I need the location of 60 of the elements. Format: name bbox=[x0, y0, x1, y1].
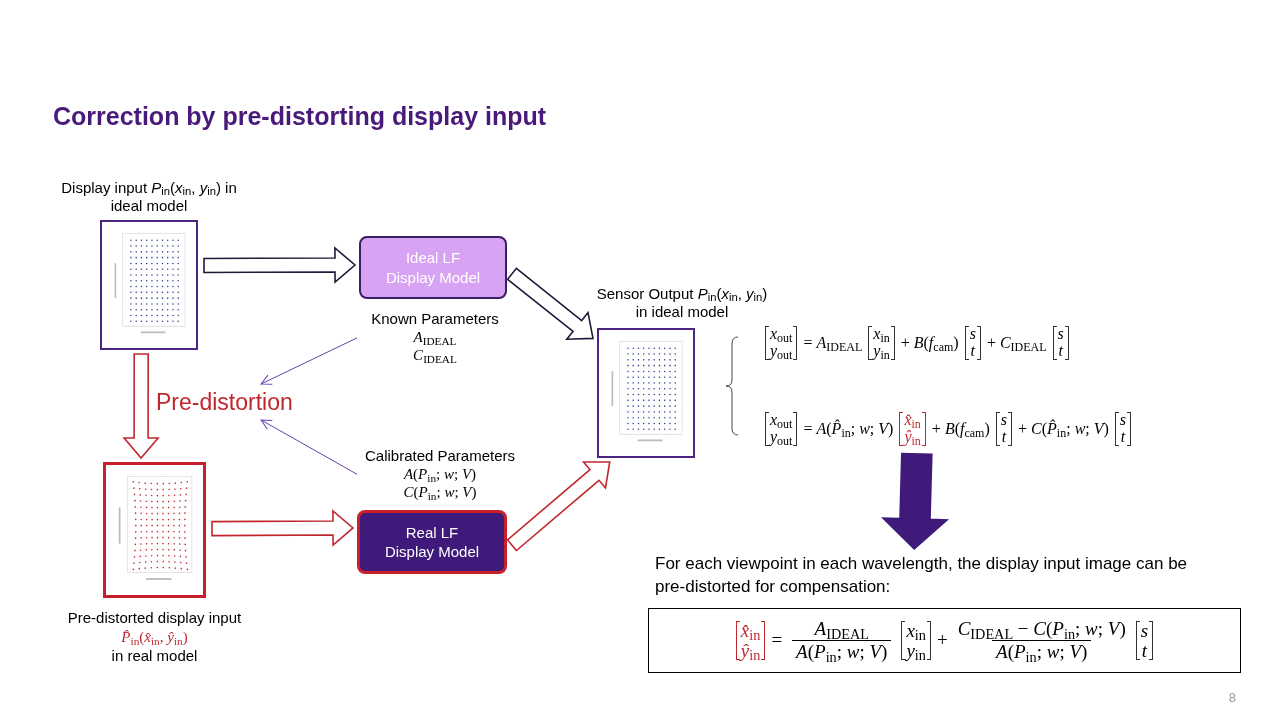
parameter-heading: Known Parameters bbox=[371, 310, 499, 328]
math-text: = bbox=[771, 628, 783, 653]
math-text: s bbox=[969, 326, 976, 343]
math-text: y$_{out}$ bbox=[770, 429, 793, 446]
plot-heading: Sensor Output P$_{in}$(x$_{in}$, y$_{in}$) in ideal model bbox=[596, 284, 768, 321]
math-text: x$_{out}$ bbox=[770, 326, 793, 343]
math-text: = A(P̂$_{in}$; w; V) bbox=[803, 418, 894, 442]
math-text: t bbox=[970, 342, 975, 360]
parameter-formula: A(P$_{in}$; w; V) bbox=[403, 465, 477, 483]
math-text: x̂$_{in}$ bbox=[740, 620, 761, 641]
step-label: Pre-distortion bbox=[156, 390, 293, 414]
plot-heading: Display input P$_{in}$(x$_{in}$, y$_{in}$) in ideal model bbox=[61, 178, 237, 215]
math-text: s bbox=[1057, 326, 1064, 343]
description-text: For each viewpoint in each wavelength, the display input image can be pre-distorted for compensation: bbox=[655, 553, 1189, 598]
parameter-formula: C$_{IDEAL}$ bbox=[413, 346, 457, 364]
math-text: + B(f$_{cam}$) bbox=[900, 332, 959, 355]
math-text: C$_{IDEAL}$ − C(P$_{in}$; w; V) bbox=[957, 618, 1126, 640]
block-arrow bbox=[881, 452, 950, 551]
math-text: x$_{out}$ bbox=[770, 412, 793, 430]
math-text: s bbox=[1119, 412, 1127, 430]
math-text: t bbox=[1058, 342, 1063, 360]
math-text: y$_{out}$ bbox=[770, 342, 793, 360]
math-text: ŷ$_{in}$ bbox=[904, 429, 921, 446]
parameter-formula: C(P$_{in}$; w; V) bbox=[403, 483, 477, 501]
block-arrow bbox=[122, 353, 160, 460]
block-arrow bbox=[506, 461, 611, 552]
plot-caption: P̂$_{in}$(x̂$_{in}$, ŷ$_{in}$) bbox=[121, 627, 188, 647]
math-text: y$_{in}$ bbox=[873, 342, 890, 360]
arrow bbox=[260, 419, 358, 475]
plot-caption: Pre-distorted display input bbox=[67, 609, 242, 628]
model-box: Real LF Display Model bbox=[357, 510, 507, 574]
math-text: y$_{in}$ bbox=[906, 640, 926, 661]
block-arrow bbox=[203, 246, 357, 284]
math-text: A(P$_{in}$; w; V) bbox=[792, 640, 892, 663]
math-text: x̂$_{in}$ bbox=[904, 412, 921, 430]
math-text: + bbox=[936, 628, 948, 653]
plot-caption: in real model bbox=[111, 646, 198, 666]
arrow bbox=[260, 337, 358, 385]
math-text: + C$_{IDEAL}$ bbox=[986, 332, 1047, 355]
parameter-heading: Calibrated Parameters bbox=[364, 447, 516, 465]
block-arrow bbox=[506, 267, 594, 341]
math-text: x$_{in}$ bbox=[873, 326, 890, 343]
math-text: s bbox=[1000, 412, 1007, 430]
page-number: 8 bbox=[1228, 689, 1236, 707]
math-text: ŷ$_{in}$ bbox=[740, 640, 761, 661]
math-text: t bbox=[1141, 640, 1148, 661]
block-arrow bbox=[211, 509, 355, 547]
math-text: + C(P̂$_{in}$; w; V) bbox=[1018, 418, 1109, 442]
math-text: s bbox=[1140, 620, 1149, 641]
formula-box bbox=[648, 608, 1241, 673]
math-text: A(P$_{in}$; w; V) bbox=[992, 640, 1092, 663]
model-box: Ideal LF Display Model bbox=[359, 236, 507, 299]
slide-title: Correction by pre-distorting display input bbox=[53, 101, 547, 132]
math-text: t bbox=[1120, 429, 1126, 446]
math-text: + B(f$_{cam}$) bbox=[931, 419, 990, 442]
parameter-formula: A$_{IDEAL}$ bbox=[413, 328, 457, 346]
math-text: A$_{IDEAL}$ bbox=[814, 618, 869, 640]
math-text: x$_{in}$ bbox=[906, 620, 926, 641]
math-text: t bbox=[1001, 429, 1007, 446]
math-text: = A$_{IDEAL}$ bbox=[803, 332, 863, 355]
